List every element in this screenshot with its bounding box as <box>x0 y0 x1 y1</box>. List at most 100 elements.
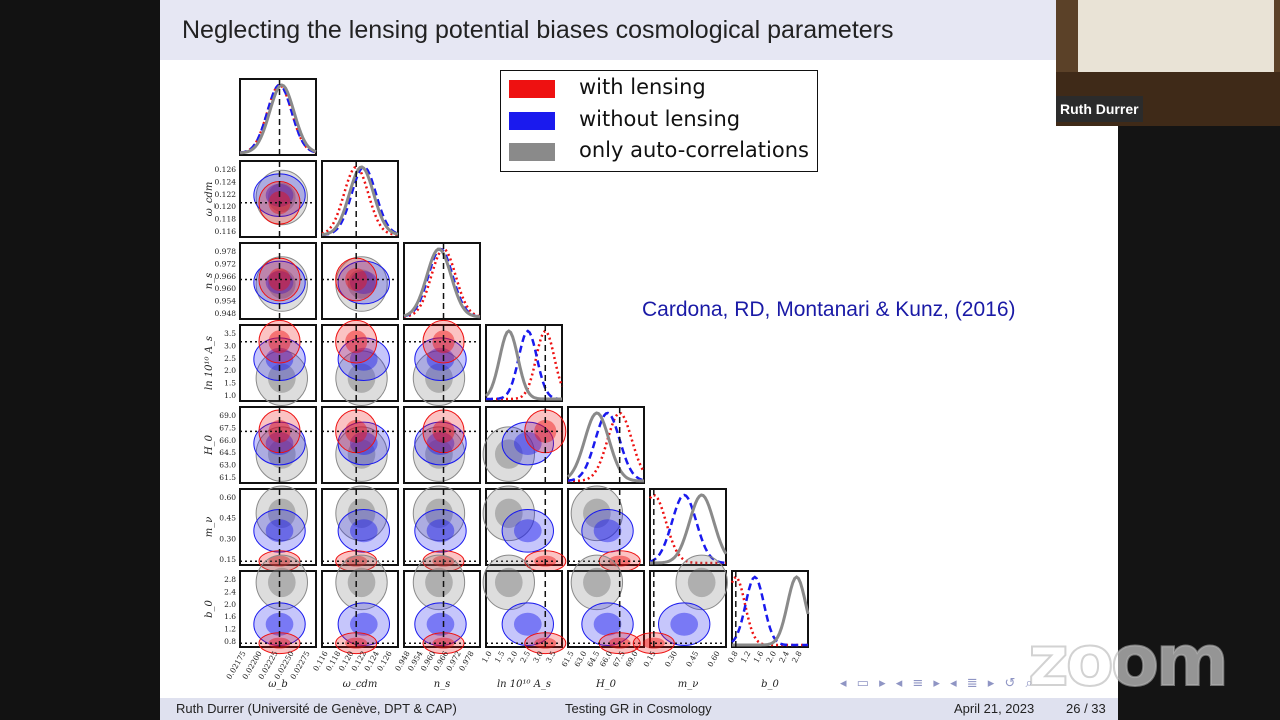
plot-legend: with lensing without lensing only auto-c… <box>500 70 818 172</box>
legend-label: without lensing <box>579 107 741 131</box>
corner-panel <box>321 570 399 648</box>
y-tick-label: 1.0 <box>224 391 236 400</box>
contour-outer <box>255 350 308 406</box>
corner-panel <box>485 406 563 484</box>
contour-inner <box>425 439 453 469</box>
contour-outer <box>414 421 467 466</box>
legend-swatch-red <box>509 80 555 98</box>
corner-panel <box>239 406 317 484</box>
contour-outer <box>337 337 390 382</box>
slide-title-bar: Neglecting the lensing potential biases … <box>160 0 1118 60</box>
contour-outer <box>675 554 728 611</box>
y-tick-label: 0.126 <box>215 165 237 174</box>
contour-inner <box>267 182 296 213</box>
legend-label: with lensing <box>579 75 706 99</box>
nav-subsection-icon[interactable]: ◂ ≡ ▸ <box>895 676 943 691</box>
beamer-navigation[interactable]: ◂ ▭ ▸ ◂ ≡ ▸ ◂ ≣ ▸ ↺ ⌕ <box>840 676 1036 691</box>
y-tick-label: 0.954 <box>215 297 237 306</box>
footer-talk-title: Testing GR in Cosmology <box>565 701 712 716</box>
contour-inner <box>347 567 376 598</box>
nav-section-icon[interactable]: ◂ ≣ ▸ <box>950 676 998 691</box>
y-tick-label: 2.0 <box>224 600 236 609</box>
corner-panel <box>485 570 563 648</box>
x-axis-label: ω_b <box>268 679 288 690</box>
marginal-curve <box>650 493 728 565</box>
x-axis-label: ln 10¹⁰ A_s <box>497 679 551 690</box>
marginal-curve <box>649 493 727 565</box>
y-axis-label: n_s <box>204 273 215 290</box>
y-tick-label: 0.30 <box>219 534 236 543</box>
y-tick-label: 0.120 <box>215 202 237 211</box>
y-tick-label: 0.124 <box>215 177 237 186</box>
contour-outer <box>570 554 624 611</box>
contour-inner <box>593 519 622 543</box>
marginal-curve <box>321 165 399 237</box>
y-tick-label: 0.960 <box>215 284 237 293</box>
participant-video[interactable]: Ruth Durrer <box>1056 0 1280 126</box>
contour-outer <box>412 426 466 482</box>
x-tick-label: 2.0 <box>506 649 520 664</box>
contour-inner <box>426 612 455 636</box>
contour-inner <box>265 431 294 455</box>
contour-inner <box>513 612 542 636</box>
x-axis-label: b_0 <box>761 679 779 690</box>
y-tick-label: 2.4 <box>224 587 236 596</box>
contour-inner <box>593 612 622 636</box>
contour-outer <box>255 169 308 226</box>
contour-inner <box>513 519 542 543</box>
corner-panel <box>649 570 727 648</box>
contour-inner <box>267 567 296 598</box>
contour-outer <box>501 508 554 553</box>
contour-outer <box>412 350 466 406</box>
contour-inner <box>426 347 455 371</box>
contour-outer <box>501 602 554 647</box>
marginal-curve <box>567 411 645 482</box>
y-tick-label: 0.116 <box>215 227 237 236</box>
nav-search-icon[interactable]: ↺ ⌕ <box>1004 676 1036 691</box>
contour-inner <box>494 567 523 598</box>
video-projection-screen <box>1078 0 1274 72</box>
contour-inner <box>432 330 455 354</box>
contour-outer <box>337 602 390 647</box>
zoom-watermark-logo: zoom <box>1027 619 1230 703</box>
y-tick-label: 0.966 <box>215 272 237 281</box>
contour-outer <box>414 602 467 647</box>
citation: Cardona, RD, Montanari & Kunz, (2016) <box>642 298 1016 321</box>
corner-panel <box>321 242 399 320</box>
left-background <box>0 0 160 720</box>
y-tick-label: 69.0 <box>219 411 236 420</box>
y-tick-label: 64.5 <box>219 448 236 457</box>
contour-outer <box>412 554 466 611</box>
marginal-curve <box>484 329 562 401</box>
nav-frame-icon[interactable]: ◂ ▭ ▸ <box>840 676 889 691</box>
x-tick-label: 2.4 <box>777 649 791 664</box>
footer-author: Ruth Durrer (Université de Genève, DPT &… <box>176 701 457 716</box>
x-tick-label: 1.5 <box>493 649 507 664</box>
contour-outer <box>335 319 378 364</box>
x-axis-label: m_ν <box>678 679 699 690</box>
y-tick-label: 3.5 <box>224 329 236 338</box>
contour-inner <box>345 330 368 354</box>
presentation-slide: Neglecting the lensing potential biases … <box>160 0 1118 720</box>
marginal-curve <box>566 411 645 483</box>
y-tick-label: 0.978 <box>215 247 237 256</box>
y-axis-label: ω_cdm <box>204 182 215 217</box>
y-tick-label: 0.972 <box>215 259 237 268</box>
x-tick-label: 1.6 <box>752 649 766 664</box>
corner-panel <box>649 488 727 566</box>
contour-outer <box>337 508 390 553</box>
y-axis-label: H_0 <box>204 434 215 456</box>
contour-outer <box>255 554 308 611</box>
contour-inner <box>345 267 368 291</box>
contour-inner <box>267 269 296 299</box>
contour-outer <box>414 337 467 382</box>
marginal-curve <box>239 83 317 154</box>
footer-page: 26 / 33 <box>1066 701 1106 716</box>
contour-outer <box>255 485 308 542</box>
y-tick-label: 0.948 <box>215 309 237 318</box>
y-tick-label: 0.45 <box>219 514 236 523</box>
participant-name: Ruth Durrer <box>1056 96 1143 122</box>
contour-inner <box>583 498 611 529</box>
y-axis-label: ln 10¹⁰ A_s <box>204 336 215 390</box>
marginal-curve <box>486 329 562 401</box>
